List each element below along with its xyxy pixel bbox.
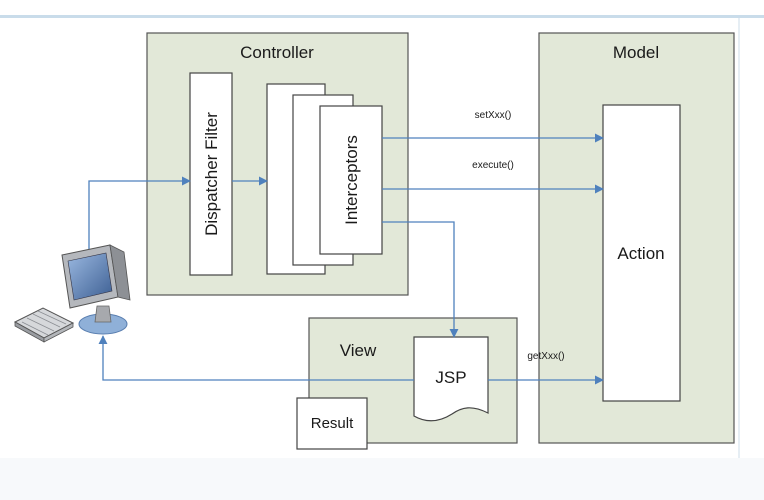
getxxx-label: getXxx() xyxy=(527,351,564,362)
setxxx-label: setXxx() xyxy=(475,110,512,121)
computer-monitor-icon xyxy=(61,244,131,335)
result-box: Result xyxy=(296,397,368,450)
model-title: Model xyxy=(613,43,659,62)
action-label: Action xyxy=(617,244,664,263)
interceptors-label: Interceptors xyxy=(342,135,361,225)
interceptors-stack: Interceptors xyxy=(266,83,383,275)
action-box: Action xyxy=(602,104,681,402)
arrow-response-to-computer xyxy=(98,335,414,381)
dispatcher-filter-label: Dispatcher Filter xyxy=(202,112,221,236)
bottom-band xyxy=(0,458,764,500)
result-label: Result xyxy=(311,415,354,432)
jsp-document: JSP xyxy=(413,336,489,422)
view-title: View xyxy=(340,341,377,360)
keyboard-icon xyxy=(13,307,75,343)
top-rule xyxy=(0,15,764,18)
execute-label: execute() xyxy=(472,160,514,171)
interceptor-card-front xyxy=(319,105,383,255)
arrow-request-to-dispatcher xyxy=(88,176,191,258)
dispatcher-filter-box: Dispatcher Filter xyxy=(189,72,233,276)
right-rule xyxy=(738,18,740,458)
arrow-interceptors-to-jsp xyxy=(382,221,459,338)
jsp-label: JSP xyxy=(435,368,466,387)
controller-title: Controller xyxy=(240,43,314,62)
